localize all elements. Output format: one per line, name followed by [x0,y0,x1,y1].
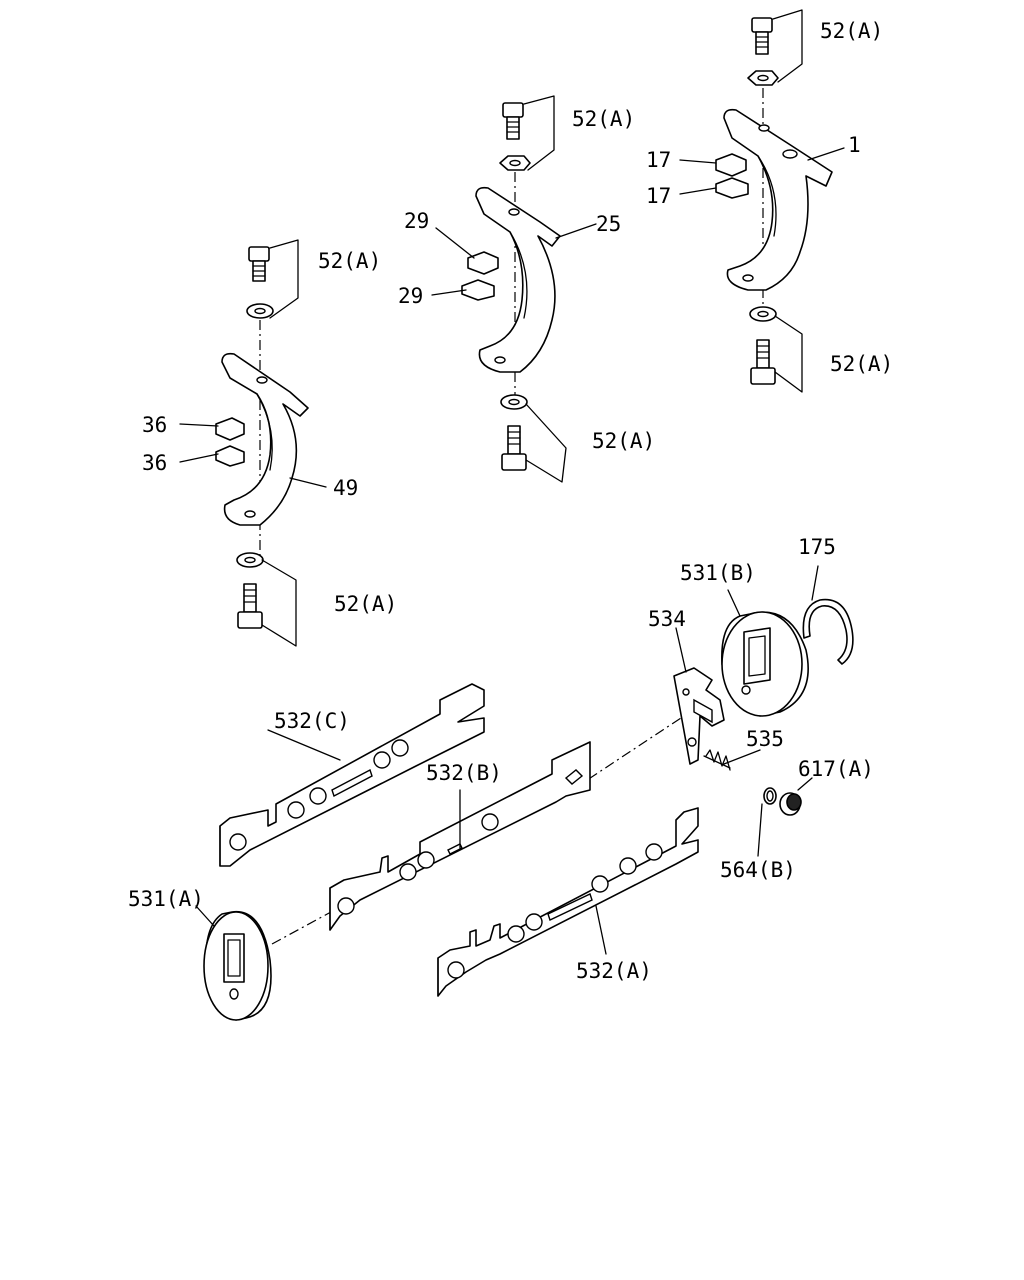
label-36-b: 36 [142,451,167,475]
label-29-a: 29 [404,209,429,233]
label-532b: 532(B) [426,761,502,785]
disc-531a [203,911,272,1021]
label-52a-c3-bottom: 52(A) [830,352,893,376]
label-531b: 531(B) [680,561,756,585]
label-535: 535 [746,727,784,751]
nut-617a [779,792,802,816]
label-29-b: 29 [398,284,423,308]
clip-assembly-49 [179,239,327,647]
bolt-top-c2 [502,102,524,140]
spring-535 [703,749,731,771]
label-52a-c2-bottom: 52(A) [592,429,655,453]
plate-532c [219,683,485,867]
label-617a: 617(A) [798,757,874,781]
label-17-a: 17 [646,148,671,172]
label-1: 1 [848,133,861,157]
label-534: 534 [648,607,686,631]
label-175: 175 [798,535,836,559]
plate-532a [437,807,699,997]
clip-body-49 [221,352,309,526]
label-52a-c1-bottom: 52(A) [334,592,397,616]
clip-body-25 [475,186,561,373]
label-532c: 532(C) [274,709,350,733]
label-531a: 531(A) [128,887,204,911]
clip-body-1 [723,108,833,291]
bolt-top-c1 [248,246,270,282]
label-36-a: 36 [142,413,167,437]
label-564b: 564(B) [720,858,796,882]
label-532a: 532(A) [576,959,652,983]
snap-ring-175 [802,598,854,665]
bolt-bottom-c3 [750,339,776,385]
bolt-top-c3 [751,17,773,55]
bolt-bottom-c1 [237,583,263,629]
label-25: 25 [596,212,621,236]
label-49: 49 [333,476,358,500]
disc-531b [721,611,809,717]
label-17-b: 17 [646,184,671,208]
label-52a-c1-top: 52(A) [318,249,381,273]
clip-assembly-1 [679,9,845,393]
clip-assembly-25 [431,95,597,483]
lever-534 [673,667,725,765]
label-52a-c2-top: 52(A) [572,107,635,131]
label-52a-c3-top: 52(A) [820,19,883,43]
bolt-bottom-c2 [501,425,527,471]
